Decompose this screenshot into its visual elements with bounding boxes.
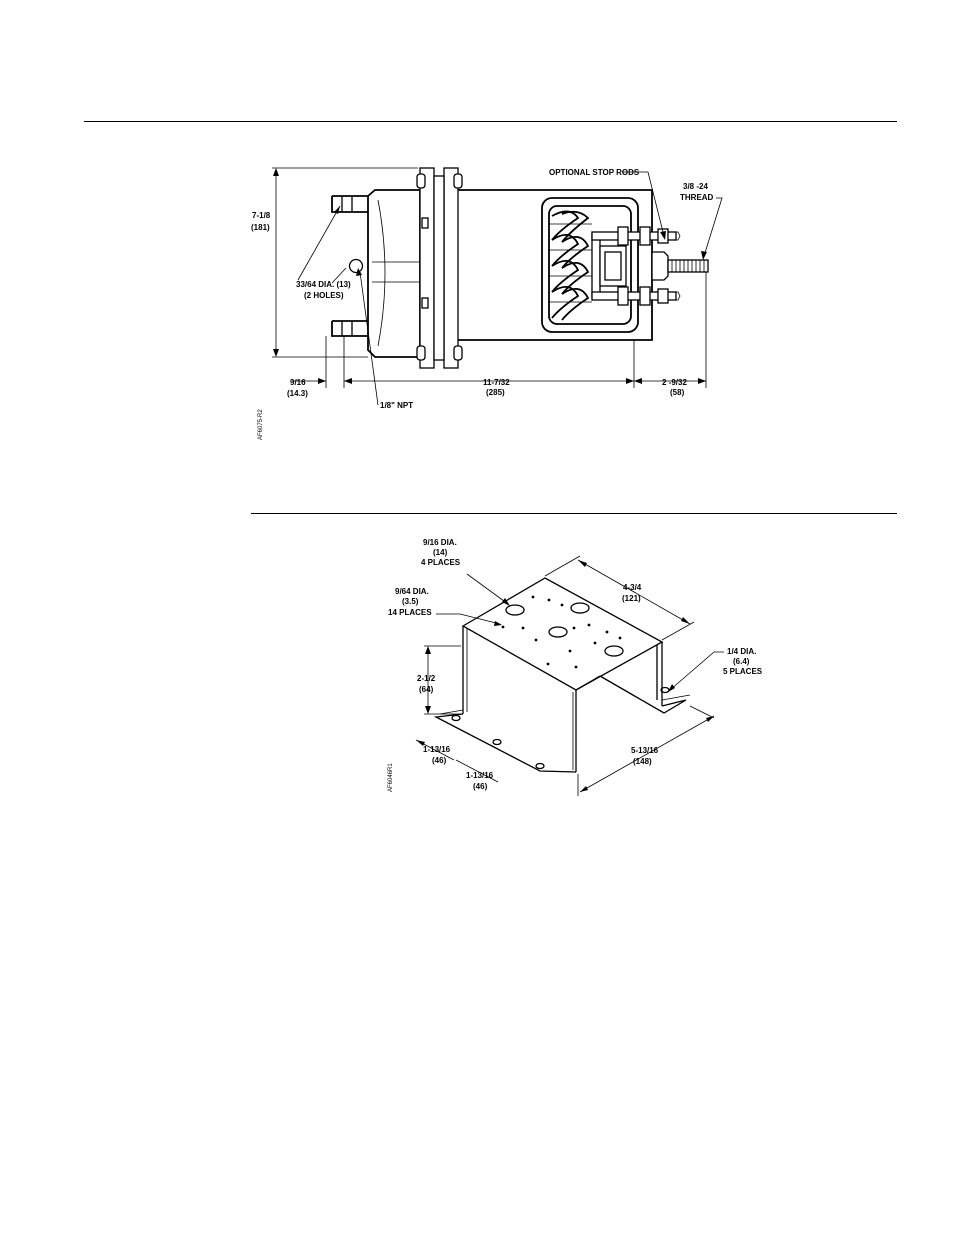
large-hole-count: 4 PLACES (421, 558, 461, 567)
height-mm: (181) (251, 223, 270, 232)
small-hole-mm: (3.5) (402, 597, 419, 606)
height-label: 7-1/8 (252, 211, 271, 220)
small-hole-label: 9/64 DIA. (395, 587, 429, 596)
length-label: 11-7/32 (483, 378, 510, 387)
foot-hole-label: 1/4 DIA. (727, 647, 756, 656)
foot-hole (493, 740, 501, 745)
foot-hole (452, 716, 460, 721)
top-width-label: 4-3/4 (623, 583, 642, 592)
large-hole (506, 605, 524, 615)
top-width-mm: (121) (622, 594, 641, 603)
mounting-bracket (436, 578, 690, 772)
foot-hole-mm: (6.4) (733, 657, 750, 666)
foot-hole-count: 5 PLACES (723, 667, 763, 676)
spacing-a-label: 1-13/16 (423, 745, 451, 754)
large-hole (549, 627, 567, 637)
rod-ext-label: 2 -9/32 (662, 378, 687, 387)
stop-rods-label: OPTIONAL STOP RODS (549, 168, 640, 177)
actuator-body (332, 168, 708, 368)
bracket-dimension-drawing: 9/16 DIA. (14) 4 PLACES 9/64 DIA. (3.5) … (0, 520, 954, 820)
bracket-height-label: 2-1/2 (417, 674, 436, 683)
output-thread (652, 252, 708, 280)
large-hole-mm: (14) (433, 548, 448, 557)
bracket-height-mm: (64) (419, 685, 434, 694)
spacing-b-label: 1-13/16 (466, 771, 494, 780)
hole-label: 33/64 DIA. (13) (296, 280, 351, 289)
thread-size: 3/8 -24 (683, 182, 708, 191)
large-hole-label: 9/16 DIA. (423, 538, 457, 547)
spring-coils (548, 211, 592, 320)
depth-label: 5-13/16 (631, 746, 659, 755)
length-mm: (285) (486, 388, 505, 397)
thread-word: THREAD (680, 193, 714, 202)
left-offset: 9/16 (290, 378, 306, 387)
npt-label: 1/8" NPT (380, 401, 413, 410)
spacing-a-mm: (46) (432, 756, 447, 765)
left-offset-mm: (14.3) (287, 389, 308, 398)
foot-hole (536, 764, 544, 769)
actuator-dimension-drawing: 7-1/8 (181) 33/64 DIA. (13) (2 HOLES) OP… (0, 0, 954, 520)
spacing-b-mm: (46) (473, 782, 488, 791)
figure2-ref-code: AF6046R1 (388, 763, 394, 792)
hole-count: (2 HOLES) (304, 291, 344, 300)
large-hole (571, 603, 589, 613)
small-hole-count: 14 PLACES (388, 608, 432, 617)
depth-mm: (148) (633, 757, 652, 766)
large-hole (605, 646, 623, 656)
port-circle (350, 260, 363, 273)
rod-ext-mm: (58) (670, 388, 685, 397)
figure1-ref-code: AF6075-R2 (258, 409, 264, 440)
